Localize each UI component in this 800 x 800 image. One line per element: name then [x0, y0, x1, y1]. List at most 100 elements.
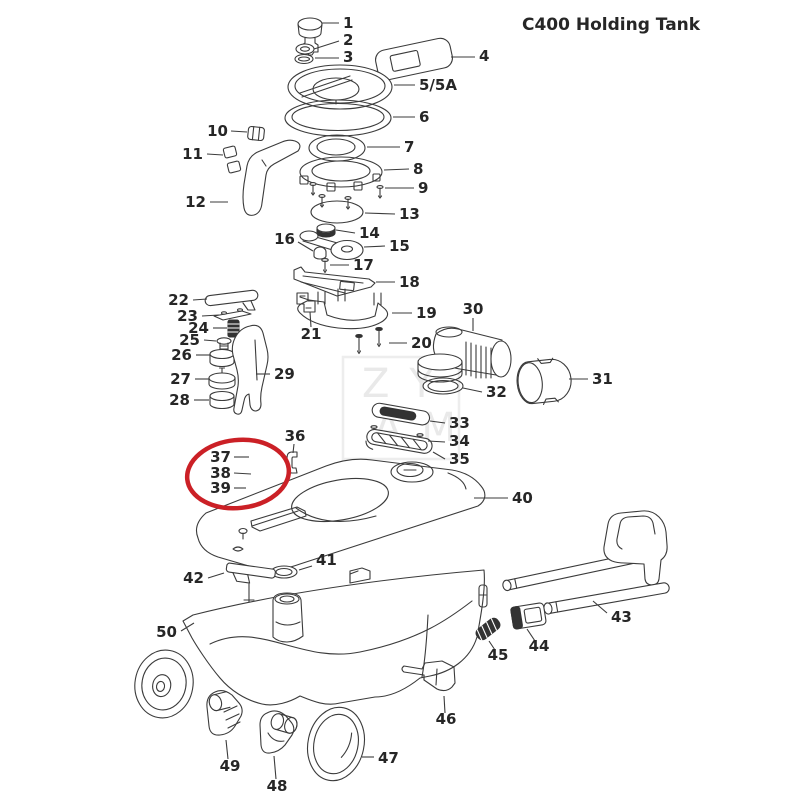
part-leader-35 [432, 451, 446, 460]
part-leader-11 [206, 153, 224, 156]
part-9-screws-shape [309, 182, 384, 210]
part-6-seal-shape [284, 99, 392, 137]
part-12-lever-shape [242, 139, 301, 216]
highlight-circle [184, 437, 292, 511]
page-title: C400 Holding Tank [522, 15, 701, 35]
part-label-23: 23 [177, 307, 198, 325]
part-11-blocks-shape [222, 145, 242, 174]
part-label-1: 1 [343, 14, 353, 32]
part-label-19: 19 [416, 304, 437, 322]
part-leader-43 [592, 600, 608, 614]
part-label-49: 49 [220, 757, 241, 775]
part-label-18: 18 [399, 273, 420, 291]
part-label-33: 33 [449, 414, 470, 432]
part-label-34: 34 [449, 432, 470, 450]
part-44-slider-block-shape [510, 602, 547, 630]
part-leader-10 [230, 130, 248, 133]
part-35-slider-shape [365, 428, 433, 454]
part-27-disc-shape [208, 367, 236, 390]
part-4-cover-plate-shape [375, 37, 453, 81]
part-label-30: 30 [463, 300, 484, 318]
part-label-6: 6 [419, 108, 429, 126]
part-label-36: 36 [285, 427, 306, 445]
part-29-fork-lever-shape [231, 324, 269, 415]
part-label-25: 25 [179, 331, 200, 349]
part-leader-46 [443, 695, 446, 714]
part-43-handle-shape [502, 510, 670, 615]
part-14-grommet-shape [316, 223, 336, 238]
part-label-40: 40 [512, 489, 533, 507]
part-label-27: 27 [170, 370, 191, 388]
part-leader-44 [526, 628, 536, 642]
part-21-bracket-shape [296, 292, 316, 313]
part-label-38: 38 [210, 464, 231, 482]
part-47-wheel-shape [307, 706, 365, 782]
part-label-29: 29 [274, 365, 295, 383]
part-label-31: 31 [592, 370, 613, 388]
part-2-ring-shape [295, 43, 315, 55]
part-17-screw-shape [321, 258, 329, 274]
part-leader-16 [297, 241, 314, 252]
part-leader-34 [427, 440, 446, 443]
part-label-28: 28 [169, 391, 190, 409]
part-31-cap-shape [516, 357, 572, 405]
part-16-cap-shape [313, 246, 327, 260]
part-label-14: 14 [359, 224, 380, 242]
part-45-spring-shape [475, 617, 501, 642]
part-48-wheel-bracket-shape [259, 710, 298, 754]
part-label-26: 26 [171, 346, 192, 364]
part-label-43: 43 [611, 608, 632, 626]
part-label-47: 47 [378, 749, 399, 767]
part-label-35: 35 [449, 450, 470, 468]
part-leader-41 [298, 565, 313, 571]
part-label-39: 39 [210, 479, 231, 497]
part-leader-14 [335, 229, 356, 234]
part-3-oring-shape [294, 53, 314, 65]
part-label-7: 7 [404, 138, 414, 156]
part-label-42: 42 [183, 569, 204, 587]
part-leader-38 [233, 472, 252, 475]
part-label-45: 45 [488, 646, 509, 664]
part-label-3: 3 [343, 48, 353, 66]
part-leader-8 [383, 168, 410, 171]
part-1-knob-shape [297, 17, 323, 56]
part-5-lid-shape [287, 64, 393, 110]
part-label-50: 50 [156, 623, 177, 641]
part-leader-25 [203, 339, 217, 342]
part-label-41: 41 [316, 551, 337, 569]
part-18-bracket-arm-shape [293, 266, 376, 297]
part-label-8: 8 [413, 160, 423, 178]
part-36-clip-shape [286, 451, 298, 474]
part-leader-45 [488, 640, 496, 651]
part-13-disc-shape [310, 200, 364, 224]
part-leader-50 [180, 622, 195, 632]
part-20-screws-shape [355, 327, 383, 355]
part-33-handle-cover-shape [370, 402, 431, 438]
part-30-spout-shape [417, 326, 512, 383]
part-label-5/5A: 5/5A [419, 76, 457, 94]
watermark-box [341, 355, 461, 461]
part-label-20: 20 [411, 334, 432, 352]
part-leader-21 [309, 311, 312, 328]
part-leader-48 [273, 755, 277, 780]
part-26-damper-shape [209, 348, 235, 368]
part-label-24: 24 [188, 319, 209, 337]
part-19-frame-shape [297, 288, 389, 330]
part-label-22: 22 [168, 291, 189, 309]
part-label-46: 46 [436, 710, 457, 728]
part-label-12: 12 [185, 193, 206, 211]
part-10-clip-shape [247, 125, 265, 142]
part-leader-13 [364, 212, 396, 215]
part-leader-33 [429, 420, 446, 424]
part-23-bracket-shape [213, 308, 252, 321]
part-32-seal-shape [422, 377, 464, 395]
part-40-tank-top-shape [195, 458, 486, 571]
part-leader-23 [201, 314, 220, 317]
part-leader-15 [363, 245, 386, 248]
part-label-2: 2 [343, 31, 353, 49]
part-label-4: 4 [479, 47, 489, 65]
part-46-bracket-shape [401, 660, 456, 692]
part-label-13: 13 [399, 205, 420, 223]
